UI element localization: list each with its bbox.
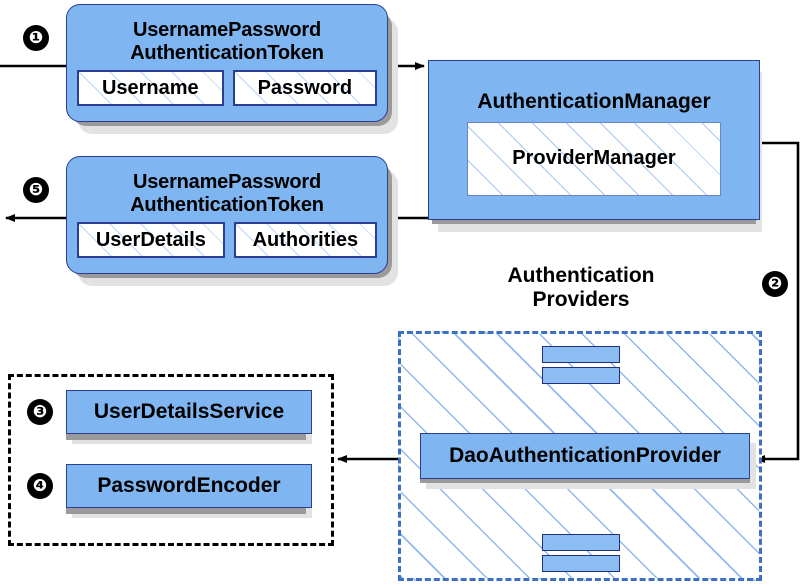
authentication-providers-caption: Authentication Providers — [507, 264, 655, 311]
provider-stub-bottom-1 — [542, 534, 620, 551]
field-password: Password — [232, 69, 378, 106]
userdetailsservice-card[interactable]: UserDetailsService — [66, 390, 312, 434]
authentication-manager-title: AuthenticationManager — [477, 89, 711, 113]
field-userdetails: UserDetails — [77, 221, 225, 258]
authentication-manager-card[interactable]: AuthenticationManager ProviderManager — [428, 60, 760, 220]
response-token-card[interactable]: UsernamePassword AuthenticationToken Use… — [66, 156, 388, 274]
provider-manager-box: ProviderManager — [467, 121, 721, 196]
request-token-fields: Username Password — [67, 69, 387, 114]
response-token-fields: UserDetails Authorities — [67, 221, 387, 266]
provider-stub-bottom-2 — [542, 555, 620, 572]
response-token-title: UsernamePassword AuthenticationToken — [130, 170, 324, 216]
step-bullet-2: ❷ — [762, 271, 788, 297]
request-token-title: UsernamePassword AuthenticationToken — [130, 18, 324, 64]
step-bullet-1: ❶ — [23, 25, 49, 51]
step-bullet-4: ❹ — [27, 473, 53, 499]
passwordencoder-card[interactable]: PasswordEncoder — [66, 464, 312, 508]
field-authorities: Authorities — [233, 221, 377, 258]
dao-authentication-provider-card[interactable]: DaoAuthenticationProvider — [420, 433, 750, 479]
field-username: Username — [77, 69, 224, 106]
step-bullet-5: ❺ — [23, 177, 49, 203]
provider-stub-top-1 — [542, 346, 620, 363]
connector-manager-to-provider — [755, 141, 800, 463]
step-bullet-3: ❸ — [27, 399, 53, 425]
provider-stub-top-2 — [542, 367, 620, 384]
request-token-card[interactable]: UsernamePassword AuthenticationToken Use… — [66, 4, 388, 122]
